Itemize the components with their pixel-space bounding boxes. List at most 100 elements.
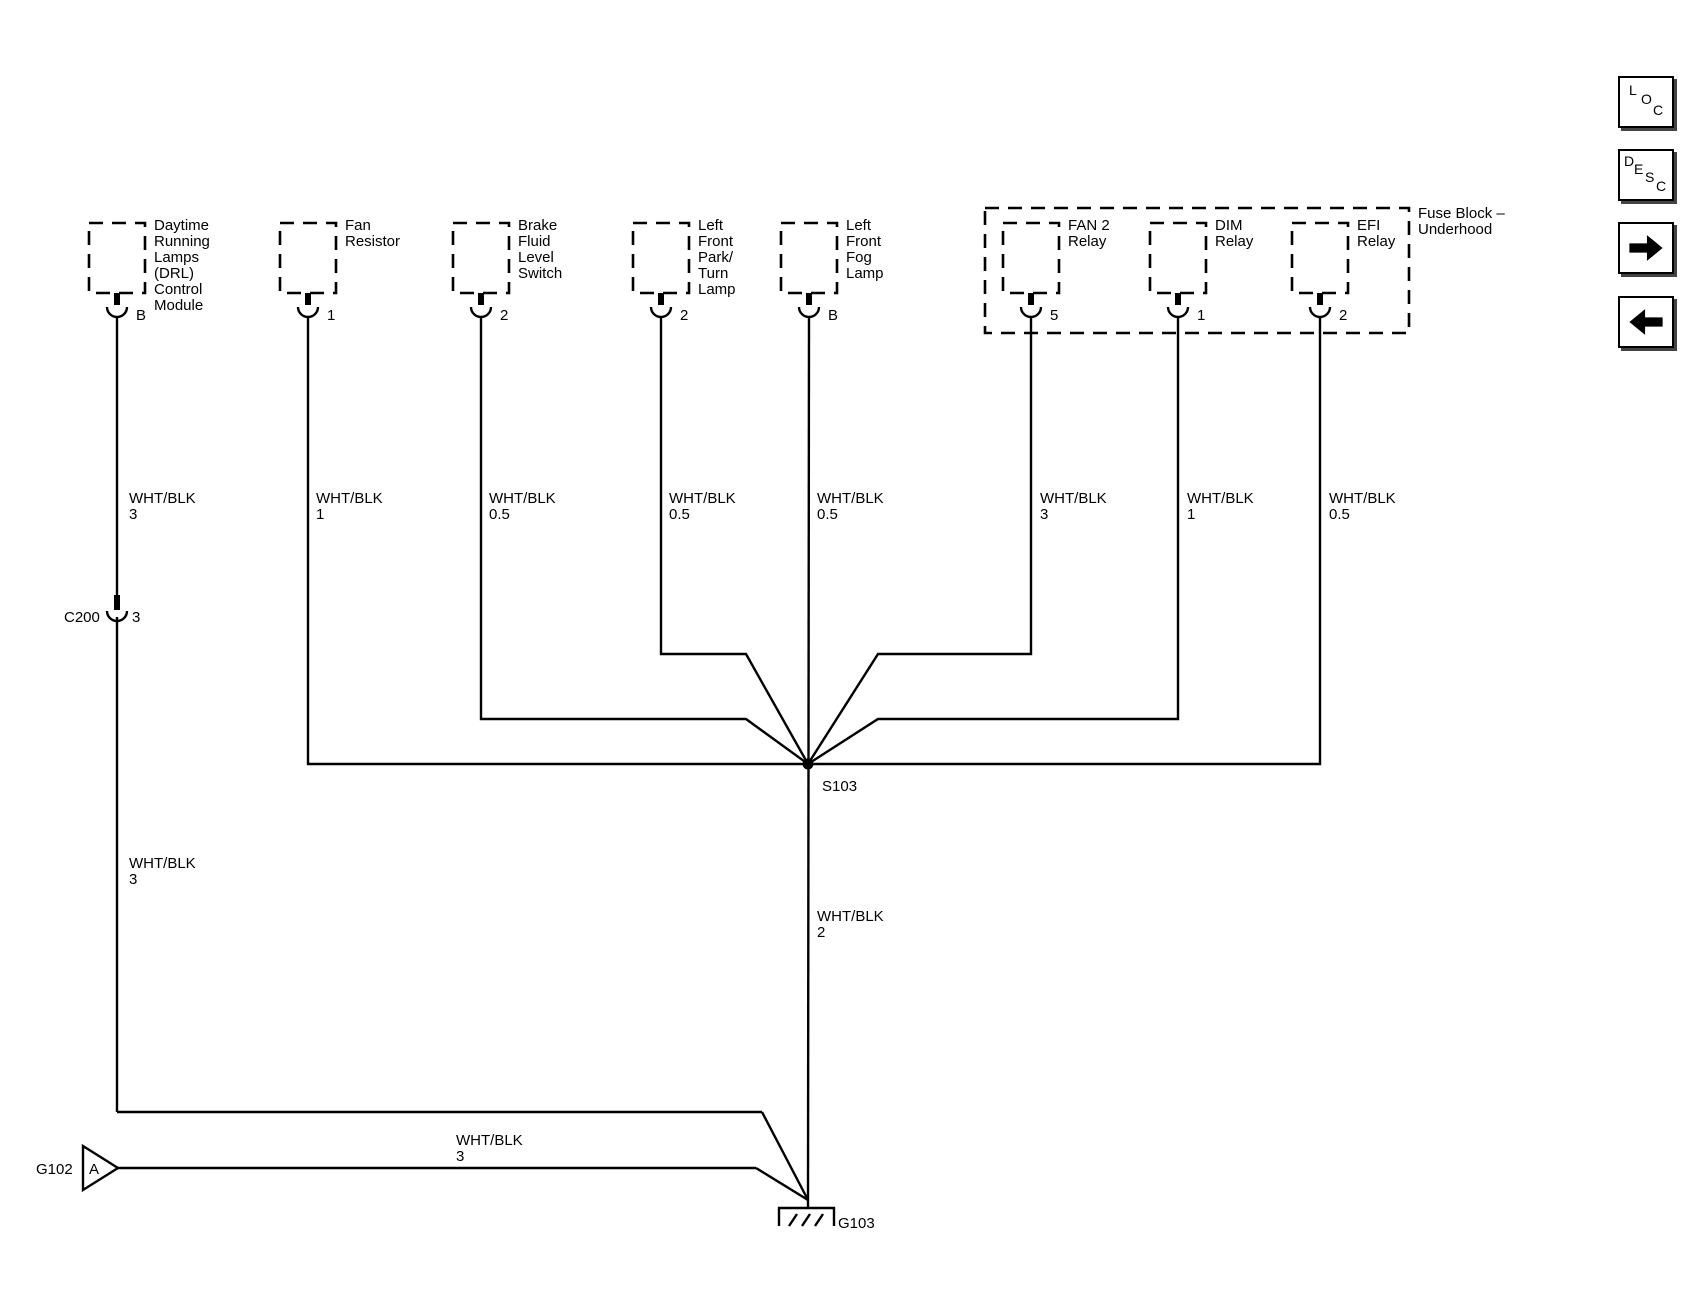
svg-text:WHT/BLK: WHT/BLK (316, 490, 383, 507)
svg-text:2: 2 (1339, 307, 1347, 324)
svg-text:Switch: Switch (518, 265, 562, 282)
component-efi-relay: EFI Relay (1290, 217, 1396, 295)
arrow-left-icon (1629, 309, 1663, 335)
component-fuse-block-underhood: Fuse Block – Underhood (983, 205, 1505, 335)
svg-text:WHT/BLK: WHT/BLK (1187, 490, 1254, 507)
svg-text:C200: C200 (64, 609, 100, 626)
svg-text:DIM: DIM (1215, 217, 1243, 234)
loc-button[interactable]: L O C (1618, 76, 1674, 128)
svg-text:0.5: 0.5 (817, 506, 838, 523)
svg-text:3: 3 (456, 1148, 464, 1165)
terminal-dim-relay-1: 1 (1166, 293, 1205, 324)
svg-text:Turn: Turn (698, 265, 728, 282)
svg-text:2: 2 (817, 924, 825, 941)
svg-text:G102: G102 (36, 1161, 73, 1178)
svg-text:WHT/BLK: WHT/BLK (817, 490, 884, 507)
loc-letter-l: L (1629, 82, 1637, 98)
svg-text:WHT/BLK: WHT/BLK (456, 1132, 523, 1149)
loc-letter-c: C (1653, 102, 1664, 118)
svg-text:WHT/BLK: WHT/BLK (489, 490, 556, 507)
svg-text:Lamps: Lamps (154, 249, 199, 266)
svg-text:WHT/BLK: WHT/BLK (129, 855, 196, 872)
svg-text:1: 1 (316, 506, 324, 523)
wire-brake-fluid-switch: WHT/BLK 0.5 (479, 317, 809, 765)
svg-text:Control: Control (154, 281, 202, 298)
svg-text:FAN 2: FAN 2 (1068, 217, 1110, 234)
svg-text:Daytime: Daytime (154, 217, 209, 234)
svg-text:WHT/BLK: WHT/BLK (669, 490, 736, 507)
wire-fan-resistor: WHT/BLK 1 (306, 317, 808, 766)
svg-text:WHT/BLK: WHT/BLK (1040, 490, 1107, 507)
svg-text:1: 1 (327, 307, 335, 324)
svg-text:1: 1 (1187, 506, 1195, 523)
wire-splice-to-ground: WHT/BLK 2 (817, 908, 884, 941)
desc-letter-s: S (1645, 169, 1655, 185)
wire-g102: WHT/BLK 3 (118, 1132, 809, 1202)
wire-efi-relay: WHT/BLK 0.5 (808, 317, 1396, 766)
component-drl-module: Daytime Running Lamps (DRL) Control Modu… (87, 217, 210, 314)
wire-left-park-lamp: WHT/BLK 0.5 (659, 317, 810, 765)
svg-text:B: B (828, 307, 838, 324)
svg-text:0.5: 0.5 (1329, 506, 1350, 523)
svg-text:Lamp: Lamp (846, 265, 884, 282)
terminal-left-fog-b: B (797, 293, 838, 324)
svg-text:WHT/BLK: WHT/BLK (129, 490, 196, 507)
terminal-left-park-2: 2 (649, 293, 688, 324)
ground-g103: G103 (777, 1200, 875, 1232)
svg-text:B: B (136, 307, 146, 324)
forward-button[interactable] (1618, 222, 1674, 274)
svg-text:Relay: Relay (1215, 233, 1254, 250)
svg-text:(DRL): (DRL) (154, 265, 194, 282)
component-fan-resistor: Fan Resistor (278, 217, 400, 295)
svg-text:Level: Level (518, 249, 554, 266)
wire-left-fog-lamp: WHT/BLK 0.5 (806, 316, 884, 1201)
svg-text:3: 3 (1040, 506, 1048, 523)
splice-s103: S103 (802, 758, 857, 795)
svg-text:Front: Front (698, 233, 734, 250)
svg-text:Relay: Relay (1357, 233, 1396, 250)
svg-text:WHT/BLK: WHT/BLK (1329, 490, 1396, 507)
svg-text:Left: Left (846, 217, 872, 234)
svg-text:Left: Left (698, 217, 724, 234)
svg-text:5: 5 (1050, 307, 1058, 324)
svg-text:0.5: 0.5 (489, 506, 510, 523)
loc-letter-o: O (1641, 91, 1652, 107)
svg-text:3: 3 (132, 609, 140, 626)
desc-button[interactable]: D E S C (1618, 149, 1674, 201)
svg-text:Park/: Park/ (698, 249, 734, 266)
connector-c200: C200 3 (64, 595, 140, 626)
svg-text:Underhood: Underhood (1418, 221, 1492, 238)
desc-letter-e: E (1634, 161, 1644, 177)
svg-text:Brake: Brake (518, 217, 557, 234)
svg-text:A: A (89, 1161, 99, 1178)
svg-text:G103: G103 (838, 1215, 875, 1232)
ground-g102: A G102 (36, 1143, 121, 1193)
svg-text:0.5: 0.5 (669, 506, 690, 523)
wire-dim-relay: WHT/BLK 1 (807, 317, 1254, 766)
terminal-fan-resistor-1: 1 (296, 293, 335, 324)
back-button[interactable] (1618, 296, 1674, 348)
arrow-right-icon (1629, 235, 1663, 261)
component-dim-relay: DIM Relay (1148, 217, 1254, 295)
svg-text:Resistor: Resistor (345, 233, 400, 250)
svg-text:Fog: Fog (846, 249, 872, 266)
desc-letter-c: C (1656, 178, 1667, 194)
svg-text:Fuse Block –: Fuse Block – (1418, 205, 1505, 222)
svg-text:S103: S103 (822, 778, 857, 795)
component-left-front-park-turn-lamp: Left Front Park/ Turn Lamp (631, 217, 736, 298)
svg-text:EFI: EFI (1357, 217, 1380, 234)
svg-text:Module: Module (154, 297, 203, 314)
svg-text:2: 2 (680, 307, 688, 324)
svg-text:WHT/BLK: WHT/BLK (817, 908, 884, 925)
svg-text:Fluid: Fluid (518, 233, 551, 250)
svg-text:Lamp: Lamp (698, 281, 736, 298)
svg-text:2: 2 (500, 307, 508, 324)
wire-drl-module: WHT/BLK 3 WHT/BLK 3 (115, 317, 810, 1201)
svg-text:3: 3 (129, 871, 137, 888)
component-fan2-relay: FAN 2 Relay (1001, 217, 1110, 295)
desc-letter-d: D (1624, 153, 1635, 169)
terminal-fan2-relay-5: 5 (1019, 293, 1058, 324)
terminal-efi-relay-2: 2 (1308, 293, 1347, 324)
component-brake-fluid-level-switch: Brake Fluid Level Switch (451, 217, 562, 295)
